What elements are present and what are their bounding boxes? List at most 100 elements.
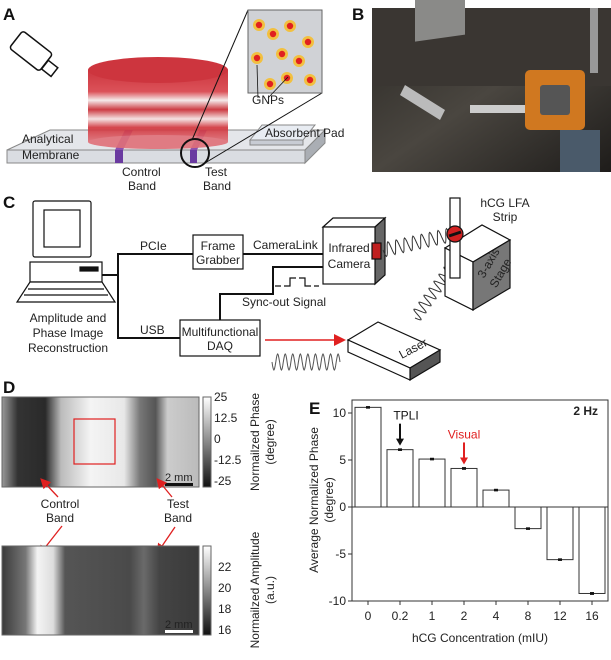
sync-label: Sync-out Signal <box>242 295 326 309</box>
panel-e: E 2 Hz Average Normalized Phase (degree)… <box>307 399 609 645</box>
panel-label-b: B <box>352 5 364 24</box>
phase-tick: 25 <box>214 390 228 404</box>
phase-tick: 0 <box>214 432 221 446</box>
gnp-core <box>266 80 274 88</box>
bar-4 <box>482 489 510 508</box>
cameralink-label: CameraLink <box>253 238 319 252</box>
panel-label-c: C <box>3 193 15 212</box>
x-axis-label: hCG Concentration (mIU) <box>412 631 548 645</box>
d-test-label: Test <box>167 497 190 511</box>
y-tick-label: 5 <box>339 453 346 467</box>
y-tick-label: -5 <box>335 547 346 561</box>
gnp-core <box>306 76 314 84</box>
arrowhead-icon <box>396 438 404 446</box>
daq-label-1: Multifunctional <box>182 325 259 339</box>
lfa-strip <box>6 124 327 165</box>
strip-label-2: Strip <box>493 210 518 224</box>
control-band <box>115 150 123 163</box>
recon-label-1: Amplitude and <box>30 311 107 325</box>
x-tick-label: 2 <box>461 609 468 623</box>
pcie-label: PCIe <box>140 239 167 253</box>
amp-tick: 22 <box>218 560 232 574</box>
stage-box: 3-axis Stage <box>443 224 515 312</box>
x-tick-label: 8 <box>525 609 532 623</box>
y-tick-label: 10 <box>333 406 347 420</box>
laser-box: Laser <box>346 321 442 382</box>
control-band-label: Band <box>128 179 156 193</box>
roi-box <box>73 418 116 465</box>
amp-tick: 16 <box>218 623 232 637</box>
analytical-label: Analytical <box>22 132 73 146</box>
bar-2 <box>450 467 478 508</box>
y-tick-label: 0 <box>339 500 346 514</box>
amplitude-colorbar <box>202 545 212 636</box>
bar-12 <box>546 506 574 561</box>
annotation-visual: Visual <box>448 427 480 441</box>
x-tick-label: 0.2 <box>392 609 409 623</box>
phase-image: 2 mm <box>1 396 200 488</box>
heat-cylinder <box>88 57 228 149</box>
panel-label-e: E <box>309 399 320 418</box>
bar-1 <box>418 458 446 508</box>
gnps-label: GNPs <box>252 93 284 107</box>
amp-axis-label: Normailzed Amplitude <box>248 531 262 648</box>
membrane-label: Membrane <box>22 148 80 162</box>
y-axis-label: Average Normalized Phase <box>307 427 321 573</box>
control-label: Control <box>122 165 161 179</box>
chart-title: 2 Hz <box>573 404 598 418</box>
gnp-core <box>286 22 294 30</box>
absorbent-pad-label: Absorbent Pad <box>265 126 344 140</box>
phase-tick: -12.5 <box>214 453 242 467</box>
frame-grabber-label-1: Frame <box>201 239 236 253</box>
scale-bar-2 <box>165 630 193 633</box>
arrowhead-icon <box>460 457 468 465</box>
panel-c: C Amplitude and Phase Image Reconstructi… <box>3 193 530 382</box>
frame-grabber-box: Frame Grabber <box>192 234 244 270</box>
bar-0.2 <box>386 449 414 508</box>
plot-frame <box>351 399 609 602</box>
amplitude-image: 2 mm <box>1 545 200 636</box>
camera-icon <box>9 31 59 78</box>
test-label: Test <box>205 165 228 179</box>
bar-0 <box>354 406 382 508</box>
lfa-strip-holder <box>446 197 464 279</box>
computer-icon <box>15 200 117 303</box>
gnp-core <box>255 21 263 29</box>
d-test-band-label: Band <box>164 511 192 525</box>
amp-axis-unit: (a.u.) <box>263 576 277 604</box>
annotation-tpli: TPLI <box>393 409 418 423</box>
recon-label-3: Reconstruction <box>28 341 108 355</box>
scale-label: 2 mm <box>165 472 193 484</box>
bar-8 <box>514 506 542 530</box>
panel-a: A GNPs An <box>3 5 344 193</box>
gnp-core <box>295 57 303 65</box>
panel-label-d: D <box>3 378 15 397</box>
test-band-label: Band <box>203 179 231 193</box>
y-axis-unit: (degree) <box>322 477 336 522</box>
gnp-core <box>253 54 261 62</box>
infrared-label: Infrared <box>328 241 369 255</box>
phase-axis-unit: (degree) <box>263 419 277 464</box>
x-tick-label: 16 <box>585 609 599 623</box>
x-tick-label: 0 <box>365 609 372 623</box>
phase-tick: 12.5 <box>214 411 238 425</box>
daq-label-2: DAQ <box>207 339 233 353</box>
bar-16 <box>578 506 606 594</box>
setup-photo <box>372 0 611 172</box>
amp-tick: 18 <box>218 602 232 616</box>
gnp-inset: GNPs <box>247 9 323 107</box>
phase-colorbar <box>202 396 212 488</box>
test-band <box>190 150 197 163</box>
phase-axis-label: Normailzed Phase <box>248 393 262 491</box>
infrared-camera-box: Infrared Camera <box>321 216 387 286</box>
x-tick-label: 12 <box>553 609 567 623</box>
panel-label-a: A <box>3 5 15 24</box>
scale-label-2: 2 mm <box>165 619 193 631</box>
gnp-core <box>278 50 286 58</box>
gnp-core <box>269 30 277 38</box>
usb-label: USB <box>140 323 165 337</box>
camera-label: Camera <box>328 257 371 271</box>
panel-b: B <box>352 0 611 172</box>
